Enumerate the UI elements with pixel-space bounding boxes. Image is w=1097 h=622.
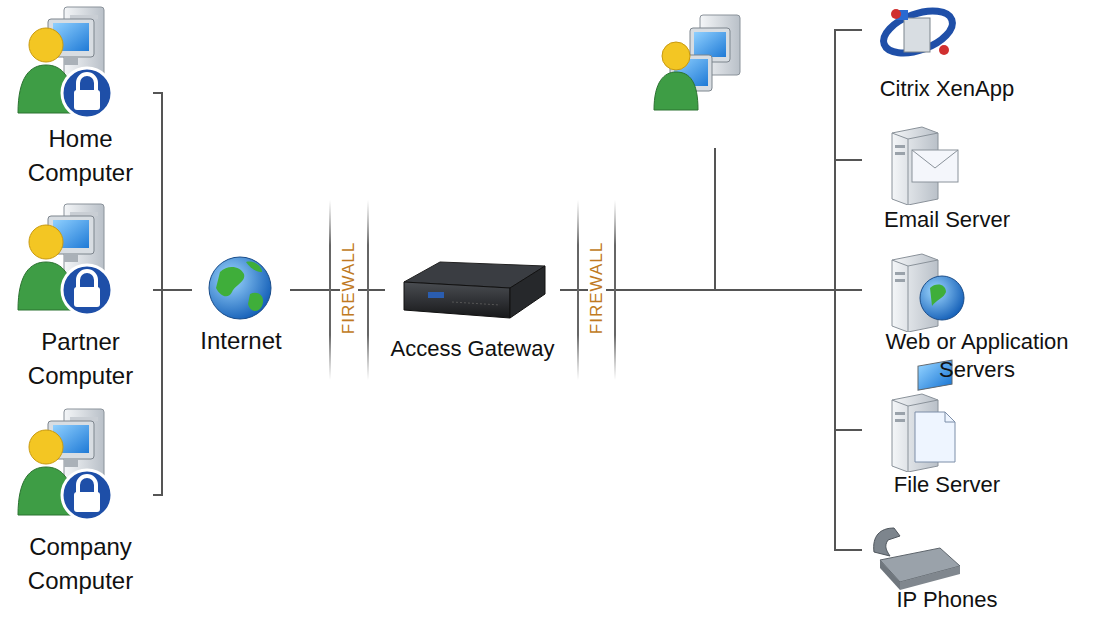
node-label: Email Server — [862, 207, 1032, 233]
gateway-node: Access Gateway — [385, 255, 560, 363]
network-link — [153, 290, 192, 495]
computer-node: Partner Computer — [8, 205, 153, 393]
network-link — [153, 93, 192, 290]
node-label: Home Computer — [8, 122, 153, 190]
computer-node: Company Computer — [8, 410, 153, 598]
lan-wire — [714, 148, 716, 291]
node-label: Citrix XenApp — [862, 76, 1032, 102]
server-node: File Server — [862, 395, 1032, 498]
node-label: Web or Application Servers — [862, 328, 1092, 384]
network-link — [290, 289, 385, 291]
node-label: Company Computer — [8, 530, 153, 598]
firewall-label: FIREWALL — [340, 240, 358, 336]
server-node: Citrix XenApp — [862, 0, 1032, 102]
node-label: File Server — [862, 472, 1032, 498]
firewall-label: FIREWALL — [588, 240, 606, 336]
node-label: Access Gateway — [385, 335, 560, 363]
node-label: Partner Computer — [8, 325, 153, 393]
server-node: Web or Application Servers — [862, 250, 1092, 384]
server-node: Email Server — [862, 125, 1032, 233]
computer-node: Home Computer — [8, 0, 153, 190]
node-label: Internet — [192, 326, 290, 356]
internet-node: Internet — [192, 252, 290, 356]
phone-node: IP Phones — [862, 515, 1032, 613]
internal-users — [654, 15, 740, 110]
node-label: IP Phones — [862, 587, 1032, 613]
